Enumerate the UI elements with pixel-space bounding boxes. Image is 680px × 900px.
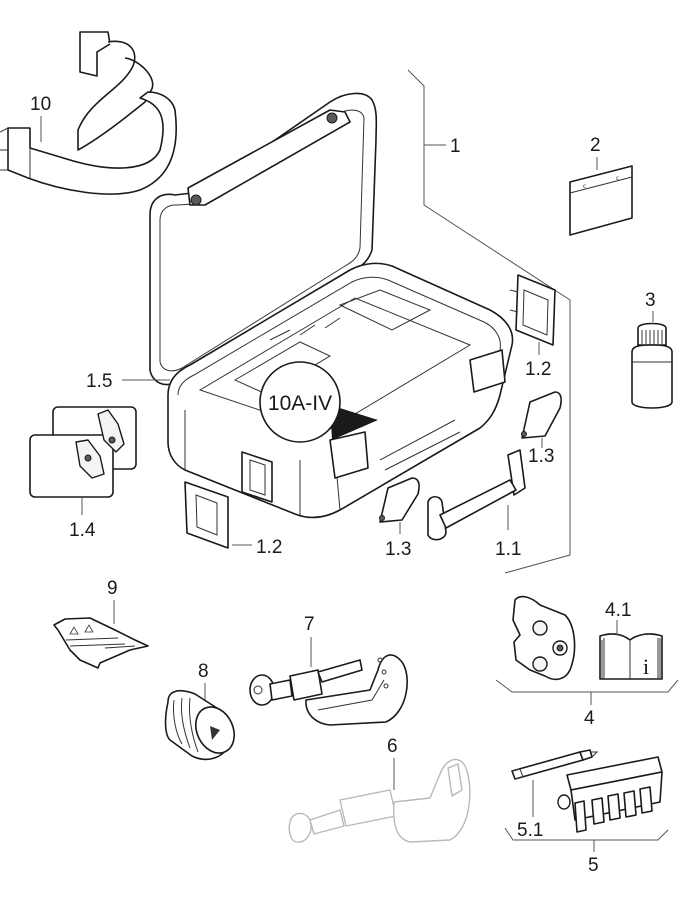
manual-book-icon: i	[599, 633, 663, 680]
deburrer-part	[164, 689, 236, 761]
callout-2: 2	[590, 135, 601, 156]
callout-7: 7	[304, 614, 315, 635]
latch-window-right-part	[509, 274, 556, 346]
pipe-cutter-faded-part	[288, 758, 471, 843]
callout-5: 5	[588, 855, 599, 876]
callout-9: 9	[107, 578, 118, 599]
latch-window-bottom-part	[184, 481, 229, 549]
svg-text:c: c	[616, 176, 619, 182]
case-body	[167, 262, 514, 519]
case-group-bracket	[407, 69, 571, 574]
variant-badge-text: 10A-IV	[268, 392, 332, 415]
callout-1-5: 1.5	[86, 371, 112, 392]
callout-1-1: 1.1	[495, 539, 521, 560]
case-lid	[149, 92, 378, 386]
manual-info-glyph: i	[643, 654, 649, 679]
svg-text:c: c	[583, 184, 586, 190]
callout-1-3-right: 1.3	[528, 446, 554, 467]
callout-1-2-right: 1.2	[525, 359, 551, 380]
callout-1-4: 1.4	[69, 520, 96, 541]
label-card-part: c c	[569, 165, 633, 236]
marking-set-bracket	[504, 827, 669, 841]
variant-badge: 10A-IV	[259, 361, 378, 443]
handle-part	[427, 449, 526, 541]
callout-3: 3	[645, 290, 656, 311]
latch-right-part	[521, 391, 562, 439]
callout-5-1: 5.1	[517, 820, 543, 841]
callout-1: 1	[450, 136, 461, 157]
marking-block-part	[557, 756, 663, 833]
callout-10: 10	[30, 94, 51, 115]
jaw-set-bracket	[495, 679, 679, 693]
callout-8: 8	[198, 661, 209, 682]
jaw-cards-part	[29, 406, 137, 498]
callout-6: 6	[387, 736, 398, 757]
callout-4-1: 4.1	[605, 600, 631, 621]
latch-bottom-part	[379, 477, 420, 523]
sticker-part	[53, 617, 149, 669]
marker-pen-part	[511, 749, 599, 780]
strap-part	[0, 31, 178, 195]
callout-4: 4	[584, 708, 595, 729]
callout-1-3-bottom: 1.3	[385, 539, 411, 560]
oil-bottle-part	[631, 322, 673, 409]
pipe-cutter-part	[249, 654, 408, 726]
callout-1-2-bottom: 1.2	[256, 537, 282, 558]
jaw-part	[512, 595, 576, 681]
